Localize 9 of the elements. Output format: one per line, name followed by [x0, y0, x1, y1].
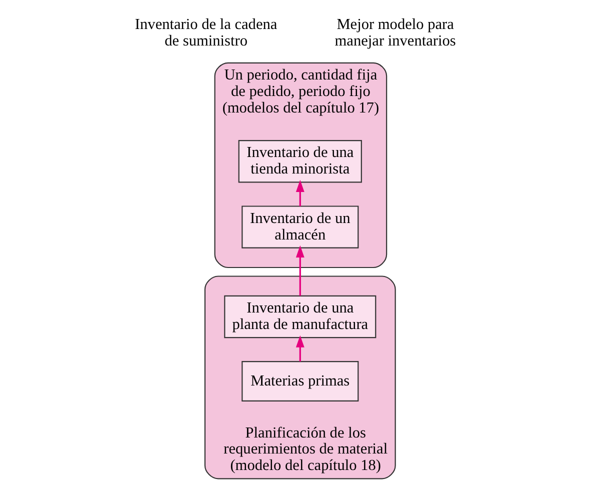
- arrow: [296, 180, 304, 206]
- node-box: Inventario de una planta de manufactura: [224, 295, 376, 338]
- arrow: [296, 335, 304, 362]
- node-box: Inventario de una tienda minorista: [238, 140, 362, 183]
- label: Inventario de la cadena de suministro: [134, 16, 278, 50]
- node-box: Materias primas: [242, 361, 359, 402]
- arrow: [296, 245, 304, 296]
- label: Mejor modelo para manejar inventarios: [334, 16, 456, 50]
- node-box: Inventario de un almacén: [242, 206, 359, 248]
